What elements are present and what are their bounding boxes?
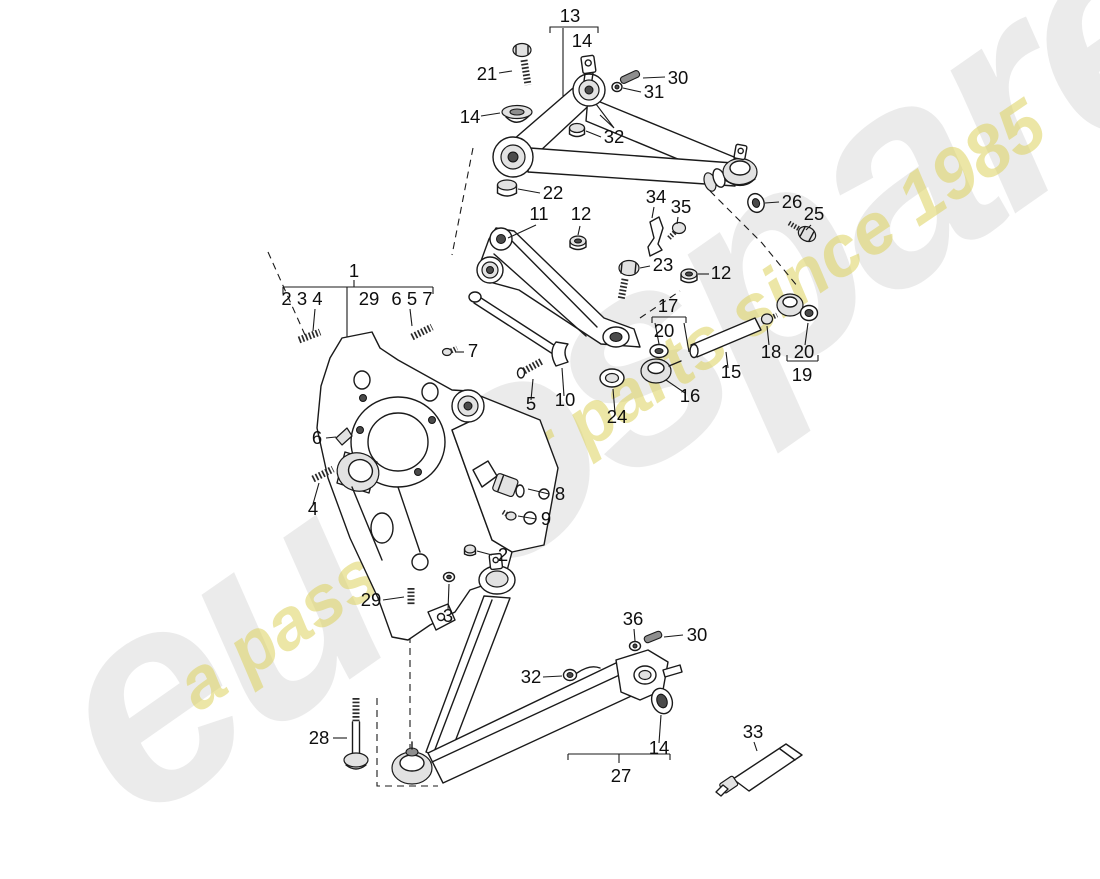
tube-33-drawing: [715, 743, 803, 797]
callout-21: 21: [477, 63, 498, 84]
strut-arm-drawing: [425, 552, 516, 761]
callout-14-top: 14: [460, 106, 481, 127]
callout-35: 35: [671, 196, 692, 217]
callout-12-a: 12: [571, 203, 592, 224]
callout-30-top: 30: [668, 67, 689, 88]
callout-6-5-7: 6 5 7: [391, 288, 432, 309]
callout-14-bottom: 14: [649, 737, 670, 758]
callout-2-3-4: 2 3 4: [281, 288, 322, 309]
callout-1: 1: [349, 260, 359, 281]
callout-29: 29: [361, 589, 382, 610]
callout-3: 3: [443, 605, 453, 626]
callout-34: 34: [646, 186, 667, 207]
callout-14-group: 14: [572, 30, 593, 51]
callout-leaders: [282, 26, 819, 763]
callout-23: 23: [653, 254, 674, 275]
callout-22: 22: [543, 182, 564, 203]
callout-32-top: 32: [604, 126, 625, 147]
callout-24: 24: [607, 406, 628, 427]
trailing-arm-drawing: [391, 630, 683, 785]
upper-arm-hardware: [496, 42, 817, 243]
callout-31: 31: [644, 81, 665, 102]
callout-20-a: 20: [654, 320, 675, 341]
callout-5: 5: [526, 393, 536, 414]
mount-bracket-drawing: [476, 216, 698, 348]
callout-4: 4: [308, 498, 318, 519]
callout-11: 11: [529, 203, 548, 224]
callout-18: 18: [761, 341, 782, 362]
callout-9: 9: [541, 508, 551, 529]
upper-control-arm-drawing: [492, 54, 758, 192]
wheel-carrier-drawing: [311, 331, 559, 641]
callout-30-bottom: 30: [687, 624, 708, 645]
callout-29-group: 29: [359, 288, 380, 309]
callout-26: 26: [782, 191, 803, 212]
callout-36: 36: [623, 608, 644, 629]
callout-12-b: 12: [711, 262, 732, 283]
parts-diagram: 13 14 21 14 22 30 31 32 26 25 11 12 34 3…: [267, 5, 824, 797]
callout-6: 6: [312, 427, 322, 448]
callout-7: 7: [468, 340, 478, 361]
callout-8: 8: [555, 483, 565, 504]
callout-labels: 13 14 21 14 22 30 31 32 26 25 11 12 34 3…: [281, 5, 824, 786]
callout-17: 17: [658, 295, 679, 316]
callout-19: 19: [792, 364, 813, 385]
callout-13: 13: [560, 5, 581, 26]
callout-27: 27: [611, 765, 632, 786]
callout-28: 28: [309, 727, 330, 748]
callout-20-b: 20: [794, 341, 815, 362]
construction-lines: [267, 147, 799, 787]
callout-2: 2: [498, 544, 508, 565]
bolt-28-drawing: [343, 698, 369, 770]
callout-25: 25: [804, 203, 825, 224]
callout-33: 33: [743, 721, 764, 742]
callout-10: 10: [555, 389, 576, 410]
callout-16: 16: [680, 385, 701, 406]
callout-15: 15: [721, 361, 742, 382]
tie-rod-drawing: [640, 293, 819, 384]
callout-32-bottom: 32: [521, 666, 542, 687]
